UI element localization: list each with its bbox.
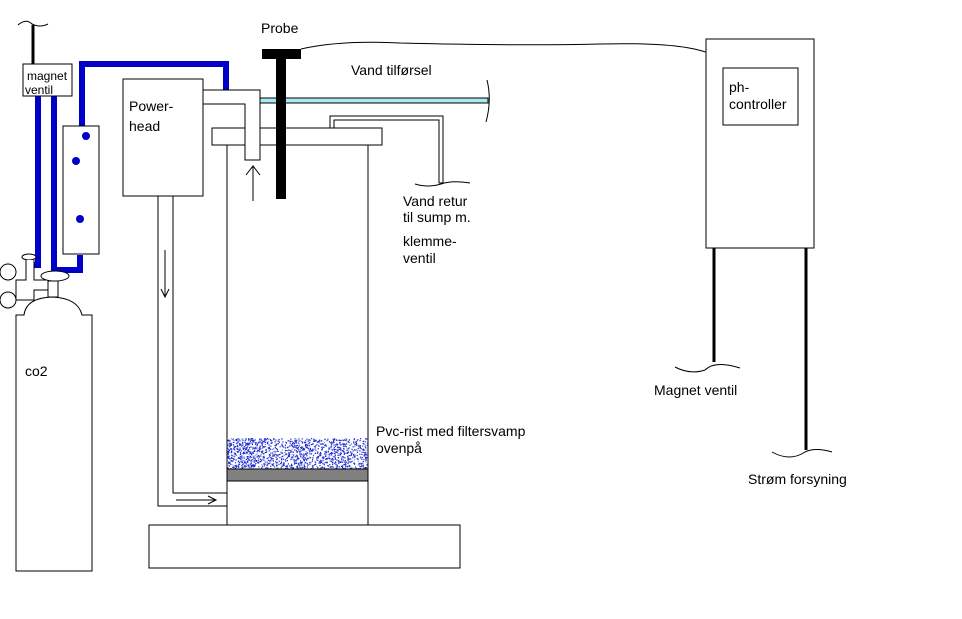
reactor-lid — [211, 127, 383, 146]
controller-cables — [674, 248, 833, 458]
pvc-grate-label-line2: ovenpå — [376, 440, 422, 456]
bubble — [82, 132, 90, 140]
magnet-ventil-label-line2: ventil — [25, 83, 53, 97]
ph-controller-label-line1: ph- — [729, 79, 750, 95]
bubble — [76, 215, 84, 223]
ph-probe — [262, 41, 709, 199]
probe-cable — [300, 41, 709, 54]
co2-regulator — [0, 253, 70, 309]
water-return-label-line1: Vand retur — [403, 193, 468, 209]
water-supply-label: Vand tilførsel — [351, 62, 432, 78]
ph-controller-unit: ph- controller — [705, 38, 815, 249]
magnet-ventil-box: magnet ventil — [22, 63, 73, 97]
ph-controller-display — [722, 67, 799, 126]
pressure-gauge-icon — [0, 291, 17, 309]
reactor-base — [148, 524, 461, 569]
magnet-ventil-power-cable — [17, 20, 49, 64]
magnet-ventil-label-line1: magnet — [27, 69, 68, 83]
powerhead: Power- head — [122, 78, 204, 197]
ph-controller-label-line2: controller — [729, 96, 787, 112]
filter-sponge — [227, 438, 369, 471]
inlet-pipe — [202, 89, 261, 201]
probe-label: Probe — [261, 20, 299, 36]
water-return-label-line3: klemme- — [403, 233, 457, 249]
powerhead-label-line2: head — [129, 118, 160, 134]
bubble-counter — [62, 125, 100, 255]
co2-label: co2 — [25, 363, 48, 379]
pressure-gauge-icon — [0, 263, 17, 281]
water-supply-tube — [259, 79, 490, 123]
powerhead-label-line1: Power- — [129, 98, 174, 114]
water-return-label-line4: ventil — [403, 250, 436, 266]
pvc-grate — [226, 468, 369, 482]
water-return-label-line2: til sump m. — [403, 209, 471, 225]
pvc-grate-label-line1: Pvc-rist med filtersvamp — [376, 423, 526, 439]
bubble — [72, 157, 80, 165]
reactor-tube — [211, 127, 383, 526]
co2-bottle: co2 — [15, 296, 93, 572]
power-supply-label: Strøm forsyning — [748, 471, 847, 487]
water-return-tube — [329, 115, 471, 187]
magnet-ventil-cable-label: Magnet ventil — [654, 382, 737, 398]
